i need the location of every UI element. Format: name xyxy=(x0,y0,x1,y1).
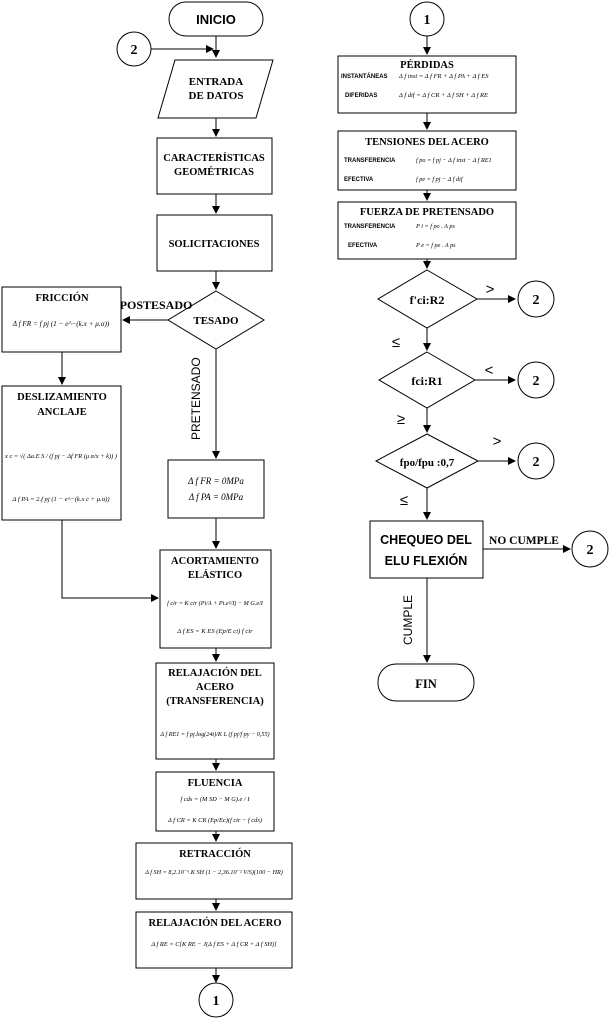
decision3-le-label: ≤ xyxy=(400,492,408,509)
force-effective-label: EFECTIVA xyxy=(348,243,378,249)
connector-2-dec2 xyxy=(517,361,555,399)
stresses-transfer-label: TRANSFERENCIA xyxy=(344,158,396,164)
prestress-force-title: FUERZA DE PRETENSADO xyxy=(360,207,494,218)
stresses-transfer-formula: f po = f pj − Δ f inst − Δ f RE1 xyxy=(416,157,492,164)
elastic-shortening-node xyxy=(159,549,272,649)
flexure-check-line2: ELU FLEXIÓN xyxy=(385,553,468,568)
pretensioned-friction-zero: Δ f FR = 0MPa xyxy=(187,476,244,486)
force-transfer-formula: P i = f po . A ps xyxy=(415,223,455,230)
connector-2-dec1-label: 2 xyxy=(533,293,540,308)
losses-node xyxy=(337,55,517,114)
steel-relaxation-title: RELAJACIÓN DEL ACERO xyxy=(148,917,281,929)
stresses-effective-label: EFECTIVA xyxy=(344,177,374,183)
losses-instant-formula: Δ f inst = Δ f FR + Δ f PA + Δ f ES xyxy=(398,73,489,80)
losses-title: PÉRDIDAS xyxy=(400,59,454,71)
creep-title: FLUENCIA xyxy=(188,778,243,789)
decision-fpo-fpu-label: fpo/fpu :0,7 xyxy=(400,457,455,469)
decision3-gt-label: > xyxy=(493,433,502,450)
elastic-formula-fcir: f cir = K cir (Pi/A + Pi.e²/I) − M G.e/I xyxy=(167,600,264,607)
connector-2-check-label: 2 xyxy=(587,543,594,558)
anchorage-title-line1: DESLIZAMIENTO xyxy=(17,392,107,403)
prestress-force-node xyxy=(337,201,517,260)
decision1-gt-label: > xyxy=(486,281,495,298)
flexure-check-line1: CHEQUEO DEL xyxy=(380,533,472,547)
decision2-ge-label: ≥ xyxy=(397,411,405,428)
friction-title: FRICCIÓN xyxy=(35,292,89,304)
losses-deferred-formula: Δ f dif = Δ f CR + Δ f SH + Δ f RE xyxy=(398,92,488,99)
friction-formula: Δ f FR = f pj (1 − e^−(k.x + μ.α)) xyxy=(12,320,110,328)
force-transfer-label: TRANSFERENCIA xyxy=(344,224,396,230)
elastic-title-line1: ACORTAMIENTO xyxy=(171,556,259,567)
input-data-node xyxy=(157,59,274,119)
creep-formula-fcds: f cds = (M SD − M G).e / I xyxy=(181,796,251,803)
creep-formula-fcr: Δ f CR = K CR (Ep/Ec)(f cir − f cds) xyxy=(167,817,262,824)
decision2-lt-label: < xyxy=(485,362,494,379)
input-data-line2: DE DATOS xyxy=(189,90,244,102)
relaxation-transfer-formula: Δ f RE1 = f pj.log(24t)/K L (f pj/f py −… xyxy=(159,731,269,738)
geometric-line2: GEOMÉTRICAS xyxy=(174,166,254,178)
relaxation-transfer-line1: RELAJACIÓN DEL xyxy=(168,667,262,679)
anchorage-formula-xc: x c = √( Δa.E S / (f pj − Δf FR (μ α/x +… xyxy=(4,452,117,460)
connector-2-dec3 xyxy=(517,442,555,480)
relaxation-transfer-line2: ACERO xyxy=(196,682,234,693)
steel-relaxation-formula: Δ f RE = C[K RE − J(Δ f ES + Δ f CR + Δ … xyxy=(150,941,277,948)
losses-deferred-label: DIFERIDAS xyxy=(345,93,377,99)
steel-stresses-node xyxy=(337,130,517,191)
pretensioned-losses-node xyxy=(167,459,265,519)
steel-stresses-title: TENSIONES DEL ACERO xyxy=(365,137,489,148)
anchorage-title-line2: ANCLAJE xyxy=(37,407,87,418)
force-effective-formula: P e = f pe . A ps xyxy=(415,242,456,249)
connector-2-dec1 xyxy=(517,280,555,318)
decision1-le-label: ≤ xyxy=(392,334,400,351)
friction-node xyxy=(1,286,122,353)
shrinkage-node xyxy=(135,842,293,900)
connector-2-check xyxy=(571,530,609,568)
geometric-line1: CARACTERÍSTICAS xyxy=(163,152,265,164)
loads-label: SOLICITACIONES xyxy=(169,239,260,250)
connector-2-dec3-label: 2 xyxy=(533,455,540,470)
shrinkage-formula: Δ f SH = 8,2.10⁻⁶.K SH (1 − 2,36.10⁻² V/… xyxy=(144,869,283,876)
connector-1-output-label: 1 xyxy=(213,994,220,1009)
connector-1-output xyxy=(198,982,234,1018)
end-terminal xyxy=(377,663,475,702)
decision-fci-r2-label: f'ci:R2 xyxy=(410,293,445,307)
fails-edge-label: NO CUMPLE xyxy=(489,535,559,547)
start-label: INICIO xyxy=(196,12,236,27)
relaxation-transfer-node xyxy=(155,662,275,760)
flexure-check-node xyxy=(369,520,484,579)
connector-2-dec2-label: 2 xyxy=(533,374,540,389)
relaxation-transfer-line3: (TRANSFERENCIA) xyxy=(166,696,264,707)
connector-2-input-label: 2 xyxy=(131,43,138,58)
input-data-line1: ENTRADA xyxy=(189,76,243,88)
creep-node xyxy=(155,771,275,832)
stresses-effective-formula: f pe = f pj − Δ f dif xyxy=(416,176,464,183)
steel-relaxation-node xyxy=(135,911,293,969)
tensioning-label: TESADO xyxy=(193,315,239,327)
connector-1-input-label: 1 xyxy=(424,13,431,28)
passes-edge-label: CUMPLE xyxy=(401,595,415,645)
end-label: FIN xyxy=(415,677,437,691)
decision-fci-r1-label: fci:R1 xyxy=(411,374,442,388)
geometric-characteristics-node xyxy=(156,137,273,195)
anchorage-formula-fpa: Δ f PA = 2.f pj (1 − e^−(k.x c + μ.α)) xyxy=(11,496,109,503)
loads-node xyxy=(156,214,273,272)
losses-instant-label: INSTANTÁNEAS xyxy=(341,73,388,80)
elastic-formula-fes: Δ f ES = K ES (Ep/E ci) f cir xyxy=(176,628,253,635)
pretensioned-anchorage-zero: Δ f PA = 0MPa xyxy=(188,492,244,502)
shrinkage-title: RETRACCIÓN xyxy=(179,848,251,860)
post-tensioned-edge-label: POSTESADO xyxy=(120,298,193,312)
pre-tensioned-edge-label: PRETENSADO xyxy=(189,357,203,440)
elastic-title-line2: ELÁSTICO xyxy=(188,569,242,581)
